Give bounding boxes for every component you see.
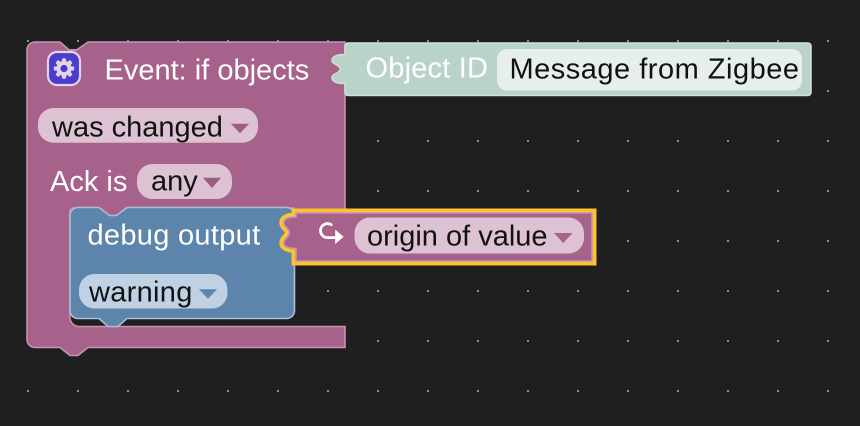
svg-text:Event: if objects: Event: if objects <box>105 55 310 87</box>
svg-text:warning: warning <box>88 276 193 308</box>
svg-text:debug output: debug output <box>88 220 261 252</box>
svg-text:origin of value: origin of value <box>367 220 548 252</box>
svg-text:Ack is: Ack is <box>50 166 127 198</box>
svg-text:Message from Zigbee: Message from Zigbee <box>510 53 800 85</box>
svg-text:was changed: was changed <box>51 112 223 144</box>
svg-text:any: any <box>151 166 198 198</box>
svg-text:Object ID: Object ID <box>366 53 489 85</box>
